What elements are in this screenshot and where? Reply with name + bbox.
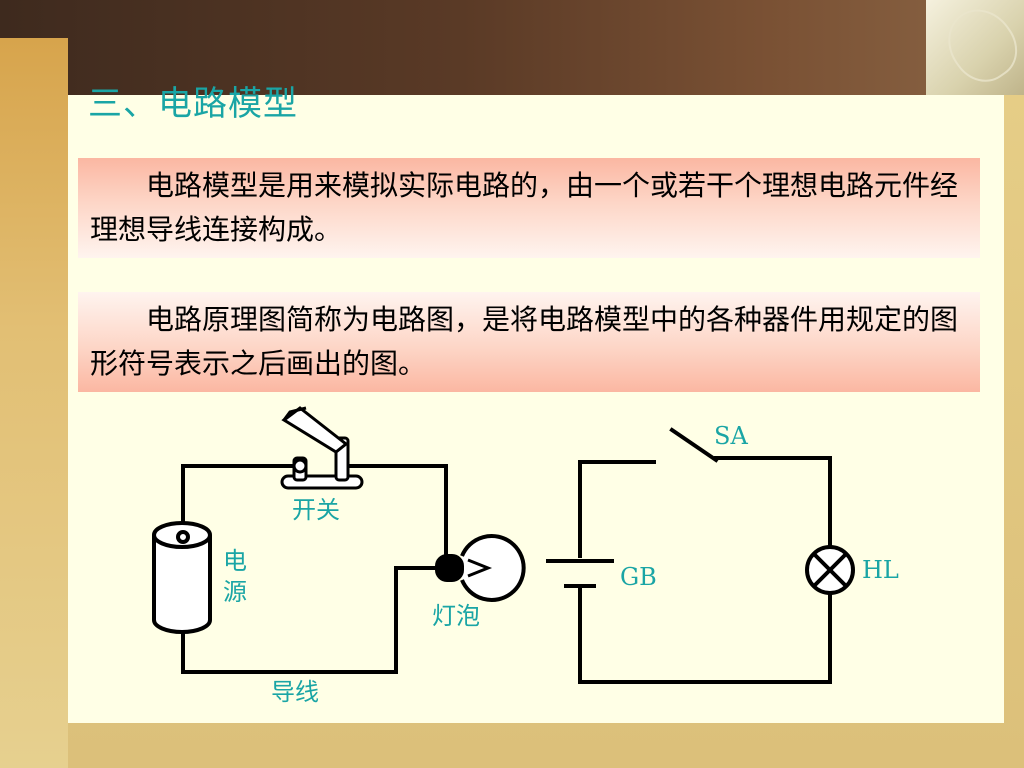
schematic-circuit <box>578 427 832 684</box>
power-label-1: 电 <box>223 547 247 575</box>
definition-text-2: 电路原理图简称为电路图，是将电路模型中的各种器件用规定的图形符号表示之后画出的图… <box>90 303 959 380</box>
lamp-symbol <box>805 545 855 595</box>
lamp-label: 灯泡 <box>432 602 480 630</box>
wire-top-right <box>343 464 448 558</box>
switch-label: 开关 <box>292 496 340 524</box>
schematic-wire-top-left <box>578 460 656 558</box>
power-label-2: 源 <box>223 578 247 606</box>
physical-circuit <box>181 464 448 674</box>
switch-blade <box>669 427 719 463</box>
definition-text-1: 电路模型是用来模拟实际电路的，由一个或若干个理想电路元件经理想导线连接构成。 <box>90 169 959 246</box>
battery-symbol <box>546 559 614 588</box>
definition-box-1: 电路模型是用来模拟实际电路的，由一个或若干个理想电路元件经理想导线连接构成。 <box>78 158 980 258</box>
wire-top-left <box>181 464 302 532</box>
knife-switch-icon <box>280 406 364 490</box>
slide-title: 三、电路模型 <box>88 84 298 124</box>
top-banner <box>0 0 1024 95</box>
sa-label: SA <box>714 422 748 450</box>
wire-label: 导线 <box>271 678 319 706</box>
corner-image <box>926 0 1024 95</box>
schematic-wire-top-right <box>714 456 832 548</box>
bulb-icon <box>435 534 526 602</box>
hl-label: HL <box>862 556 899 584</box>
left-strip <box>0 38 68 768</box>
wire-bottom <box>181 566 439 674</box>
gb-label: GB <box>620 563 657 591</box>
schematic-wire-bottom <box>578 584 832 684</box>
battery-icon <box>152 521 212 634</box>
definition-box-2: 电路原理图简称为电路图，是将电路模型中的各种器件用规定的图形符号表示之后画出的图… <box>78 292 980 392</box>
